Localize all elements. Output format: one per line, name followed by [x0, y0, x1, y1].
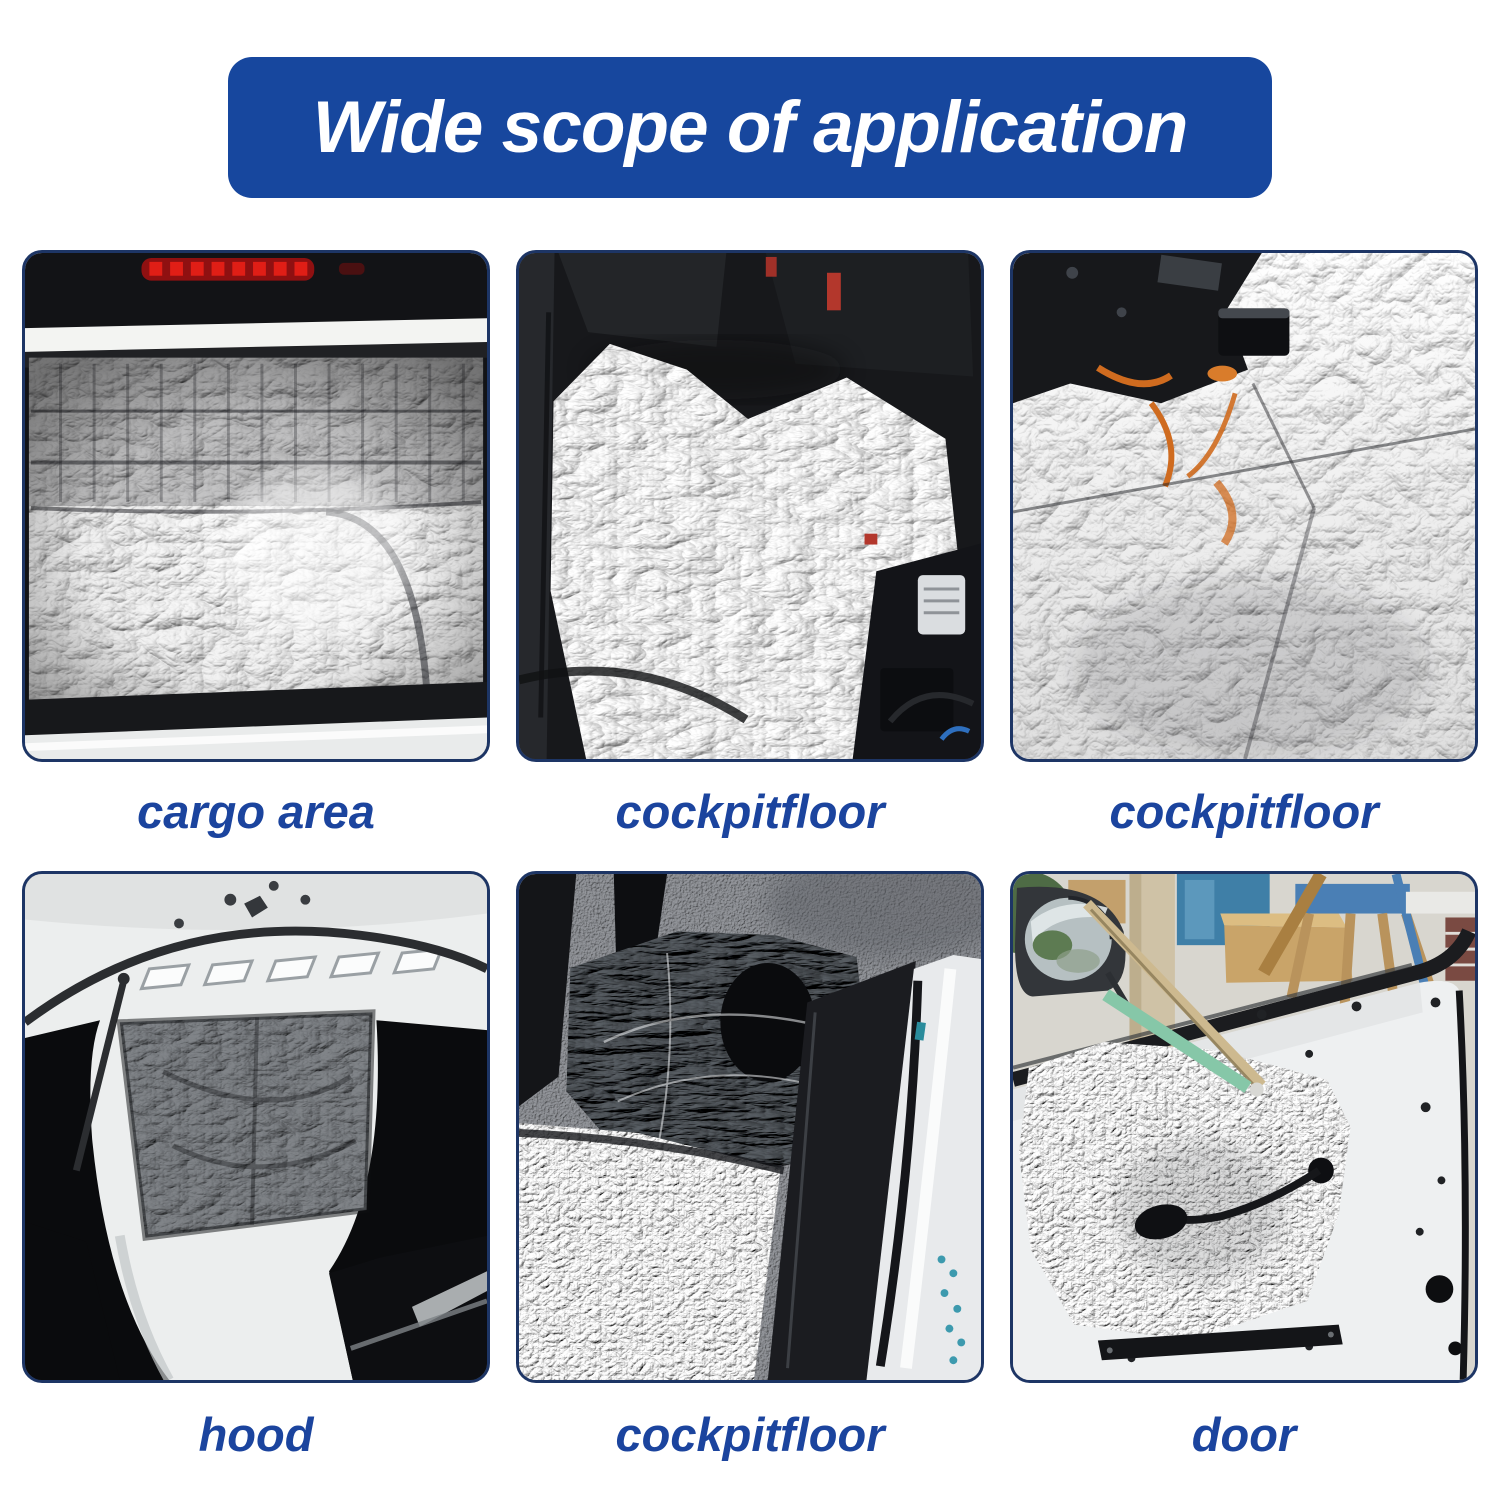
felt-shading	[765, 874, 981, 958]
hood-bolt-holes	[174, 880, 311, 929]
photo-hood	[25, 874, 487, 1380]
photo-card-cargo-area	[22, 250, 490, 762]
hood-latch	[244, 895, 268, 918]
photo-card-door	[1010, 871, 1478, 1383]
door-small-hole	[1448, 1341, 1463, 1356]
hood-insulation-mat	[116, 1009, 376, 1241]
seats	[558, 253, 974, 377]
door-edge-seal	[1455, 990, 1469, 1380]
gap-highlight	[786, 1012, 817, 1369]
caption-cockpitfloor-sill: cockpitfloor	[615, 1408, 885, 1461]
black-wrapped-seat-base	[566, 931, 871, 1176]
photo-card-hood	[22, 871, 490, 1383]
sill-markings	[937, 1255, 966, 1365]
straps	[1083, 899, 1266, 1097]
hood-vent-slots	[139, 947, 444, 991]
page-title: Wide scope of application	[312, 87, 1189, 168]
floor-cable	[519, 666, 749, 724]
door-sill	[866, 955, 981, 1380]
caption-door: door	[1191, 1408, 1297, 1461]
floor-foil	[550, 343, 960, 759]
caption-hood: hood	[198, 1408, 314, 1461]
door-holes	[1127, 997, 1446, 1363]
door-cable	[1134, 1157, 1334, 1240]
caption-cargo-area: cargo area	[137, 785, 375, 838]
photo-cockpitfloor-full	[1013, 253, 1475, 759]
rubber-seal	[25, 926, 487, 1026]
floor-foil-lower	[519, 1123, 785, 1380]
control-modules	[852, 533, 981, 759]
hood-lip-highlight	[114, 1234, 174, 1380]
dash-machinery	[1013, 253, 1290, 404]
photo-card-cockpitfloor-sill	[516, 871, 984, 1383]
photo-cockpitfloor-front	[519, 253, 981, 759]
brake-light	[141, 257, 365, 281]
dark-left-edge	[519, 874, 577, 1107]
title-banner: Wide scope of application	[228, 57, 1272, 198]
photo-door	[1013, 874, 1475, 1380]
door-frame-left	[519, 253, 555, 759]
door-large-hole	[1425, 1275, 1454, 1303]
orange-wiring	[1096, 364, 1238, 546]
photo-card-cockpitfloor-front	[516, 250, 984, 762]
photo-cockpitfloor-sill	[519, 874, 981, 1380]
window-seal-highlight	[1013, 963, 1413, 1070]
rear-bumper	[25, 717, 487, 759]
windshield	[329, 1235, 487, 1380]
door-foil	[1018, 1042, 1351, 1341]
caption-cockpitfloor-front: cockpitfloor	[615, 785, 885, 838]
door-bottom-trim	[1097, 1324, 1343, 1361]
trunk-foil-lining	[28, 357, 484, 708]
prop-rod	[72, 972, 130, 1172]
photo-cargo-area	[25, 253, 487, 759]
floor-shadow	[1072, 579, 1428, 758]
caption-cockpitfloor-full: cockpitfloor	[1109, 785, 1379, 838]
dark-corner	[25, 1221, 120, 1380]
photo-card-cockpitfloor-full	[1010, 250, 1478, 762]
